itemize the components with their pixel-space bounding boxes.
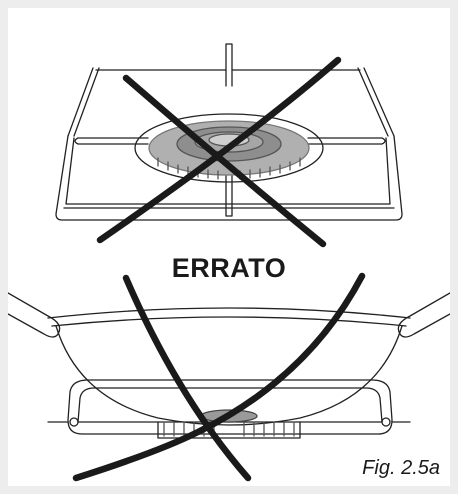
figure-panel: ERRATO Fig. 2.5a <box>8 8 450 486</box>
small-burner <box>47 379 411 439</box>
incorrect-usage-illustration <box>8 43 450 482</box>
wok-pan <box>8 292 450 426</box>
cross-mark-bottom <box>72 272 366 482</box>
figure-caption: Fig. 2.5a <box>362 457 440 479</box>
pan-support-grid <box>55 43 403 221</box>
errato-label: ERRATO <box>171 253 287 283</box>
cross-mark-top <box>96 56 342 248</box>
